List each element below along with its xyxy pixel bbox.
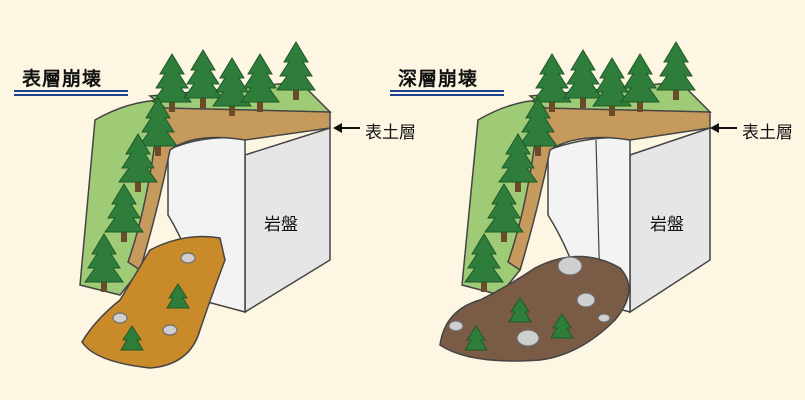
title-underline bbox=[14, 90, 128, 92]
topsoil-label: 表土層 bbox=[365, 123, 416, 143]
shallow-landslide-diagram bbox=[79, 41, 360, 369]
arrow-left-icon bbox=[710, 123, 737, 133]
title-underline bbox=[390, 94, 504, 96]
topsoil-layer bbox=[507, 99, 711, 272]
arrow-left-icon bbox=[333, 123, 360, 133]
bedrock-label: 岩盤 bbox=[264, 215, 298, 235]
title-underline bbox=[14, 94, 128, 96]
deep-landslide-diagram bbox=[439, 41, 737, 362]
panel-title-deep: 深層崩壊 bbox=[398, 68, 479, 90]
bedrock-label: 岩盤 bbox=[650, 215, 684, 235]
title-underline bbox=[390, 90, 504, 92]
debris-flow bbox=[439, 255, 630, 362]
topsoil-layer bbox=[127, 99, 331, 272]
debris-flow bbox=[81, 235, 226, 369]
topsoil-label: 表土層 bbox=[742, 123, 793, 143]
rock-icon bbox=[557, 256, 583, 276]
panel-title-shallow: 表層崩壊 bbox=[22, 68, 103, 90]
